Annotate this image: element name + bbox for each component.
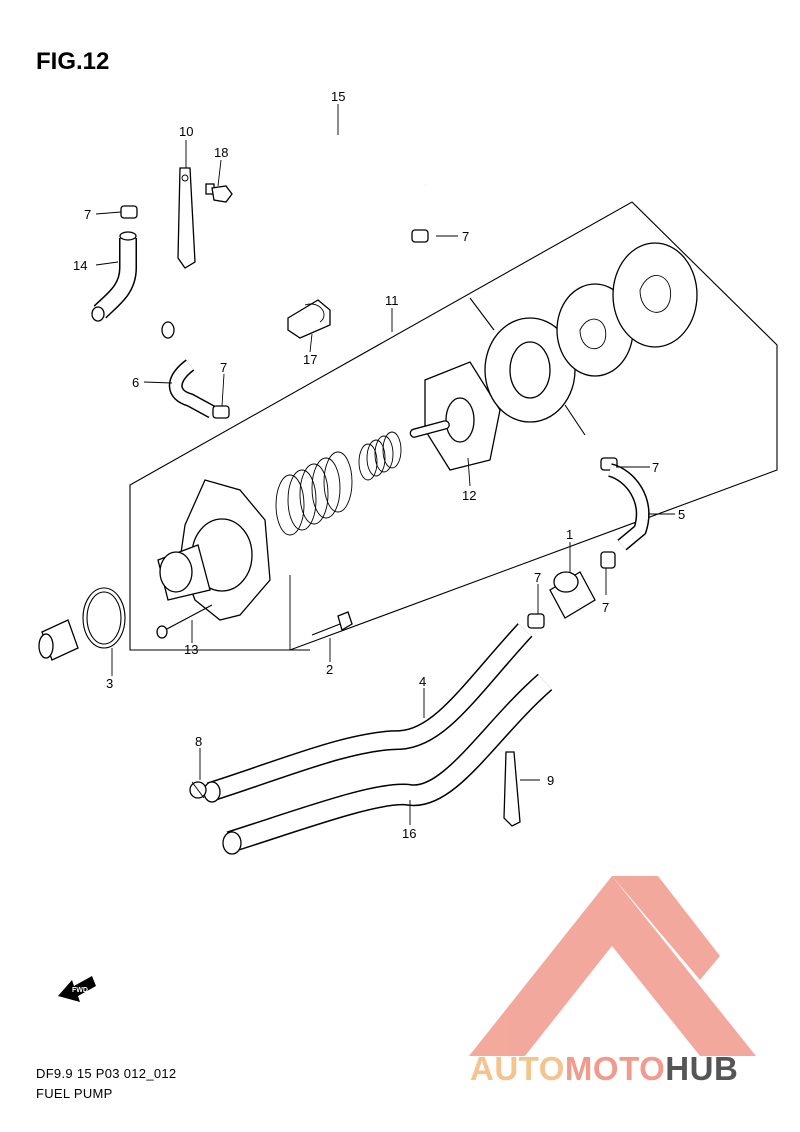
hose-4 <box>203 623 533 803</box>
diaphragm-12 <box>409 361 501 471</box>
strap-9 <box>503 751 521 827</box>
callout-17: 17 <box>303 352 317 367</box>
callout-12: 12 <box>462 488 476 503</box>
callout-15: 15 <box>331 89 345 104</box>
hose-6 <box>168 359 216 419</box>
clip-7 <box>120 205 618 629</box>
watermark-part-moto: MOTO <box>564 1050 666 1087</box>
spring-coil-small <box>358 431 402 481</box>
bolt-18 <box>205 183 233 203</box>
callout-5: 5 <box>678 507 685 522</box>
fwd-arrow-icon: FWD <box>58 976 96 1002</box>
callout-labels: 15 10 18 7 7 14 11 17 6 7 12 7 5 1 7 7 1… <box>73 89 685 841</box>
callout-6: 6 <box>132 375 139 390</box>
callout-4: 4 <box>419 674 426 689</box>
callout-7: 7 <box>462 229 469 244</box>
callout-18: 18 <box>214 145 228 160</box>
leader-lines <box>95 104 675 825</box>
figure-code: DF9.9 15 P03 012_012 <box>36 1066 177 1081</box>
callout-7: 7 <box>652 460 659 475</box>
figure-name: FUEL PUMP <box>36 1086 113 1101</box>
pump-plate <box>469 297 586 436</box>
callout-11: 11 <box>385 293 399 308</box>
elbow-14 <box>91 231 137 322</box>
callout-7: 7 <box>220 360 227 375</box>
fwd-label: FWD <box>72 987 88 994</box>
filter-screen <box>38 619 79 661</box>
assembly-outline <box>129 201 778 651</box>
watermark-part-hub: HUB <box>665 1050 739 1087</box>
watermark-part-auto: AUTO <box>470 1050 565 1087</box>
callout-7: 7 <box>602 600 609 615</box>
callout-1: 1 <box>566 527 573 542</box>
callout-14: 14 <box>73 258 87 273</box>
bracket-17 <box>287 299 331 339</box>
fuel-filter-1 <box>549 571 596 619</box>
pump-cover <box>612 242 698 348</box>
watermark-text: AUTOMOTOHUB <box>470 1050 738 1088</box>
clip-8 <box>189 781 207 799</box>
callout-2: 2 <box>326 662 333 677</box>
callout-10: 10 <box>179 124 193 139</box>
callout-9: 9 <box>547 773 554 788</box>
hose-5 <box>607 463 650 551</box>
bolt-2 <box>311 611 353 636</box>
pump-body <box>157 479 271 621</box>
hose-16 <box>222 673 553 855</box>
strap-10 <box>177 167 196 269</box>
figure-title: FIG.12 <box>36 48 110 75</box>
o-ring-3 <box>82 587 126 649</box>
callout-7: 7 <box>84 207 91 222</box>
hose-15 <box>161 132 428 368</box>
callout-13: 13 <box>184 642 198 657</box>
callout-16: 16 <box>402 826 416 841</box>
callout-7: 7 <box>534 570 541 585</box>
callout-8: 8 <box>195 734 202 749</box>
callout-3: 3 <box>106 676 113 691</box>
screw-13 <box>156 604 213 639</box>
watermark-logo <box>469 876 756 1056</box>
spring-coil-large <box>275 451 353 536</box>
